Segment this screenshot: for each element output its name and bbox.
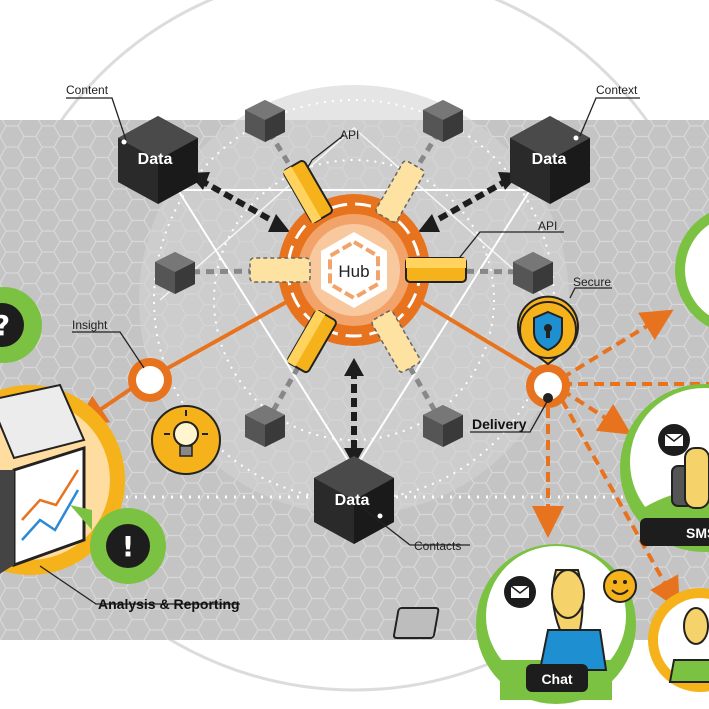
contacts-label: Contacts (414, 539, 461, 553)
question-glyph: ? (0, 309, 10, 342)
secure-label: Secure (573, 275, 611, 289)
analysis-label: Analysis & Reporting (98, 596, 240, 612)
delivery-node[interactable]: Delivery (470, 364, 570, 433)
dotted-ring-inner (213, 159, 495, 441)
api-top-label: API (340, 128, 359, 142)
triangle-outline-2 (159, 126, 549, 301)
small-cubes (155, 100, 553, 447)
question-bubble-icon: ? (0, 287, 42, 363)
top-right-channel (675, 212, 709, 328)
data-cube-bottom-label: Data (335, 492, 370, 509)
smiley-icon (603, 569, 637, 603)
data-cube-left-label: Data (138, 151, 173, 168)
hub[interactable]: Hub (278, 194, 430, 346)
data-cube-left[interactable]: Data (118, 116, 198, 204)
exclaim-glyph: ! (122, 530, 135, 563)
lightbulb-icon (151, 405, 221, 475)
delivery-arrows (532, 309, 709, 610)
sms-channel: SMS (620, 384, 709, 552)
leader-lines (66, 97, 640, 546)
delivery-label: Delivery (472, 416, 527, 432)
sms-label: SMS (686, 525, 709, 541)
triangle-outline (176, 189, 532, 472)
bottom-right-channel (648, 588, 709, 692)
analysis-leader (39, 565, 240, 605)
exclaim-bubble-icon: ! (70, 505, 166, 584)
analysis-panel (0, 383, 125, 575)
insight-label: Insight (72, 318, 108, 332)
chat-label: Chat (541, 671, 572, 687)
shield-icon (517, 295, 579, 366)
data-cube-right[interactable]: Data (510, 116, 590, 204)
data-arrows (198, 177, 510, 455)
content-label: Content (66, 83, 109, 97)
context-label: Context (596, 83, 638, 97)
hub-label: Hub (338, 262, 369, 281)
outer-ring (0, 0, 709, 692)
insight-node[interactable]: Insight (72, 318, 172, 402)
data-cube-bottom[interactable]: Data (314, 456, 394, 544)
secure-leader (569, 287, 612, 299)
data-cube-right-label: Data (532, 151, 567, 168)
api-right-label: API (538, 219, 557, 233)
api-connectors (249, 160, 467, 374)
chat-channel: Chat (392, 544, 636, 704)
